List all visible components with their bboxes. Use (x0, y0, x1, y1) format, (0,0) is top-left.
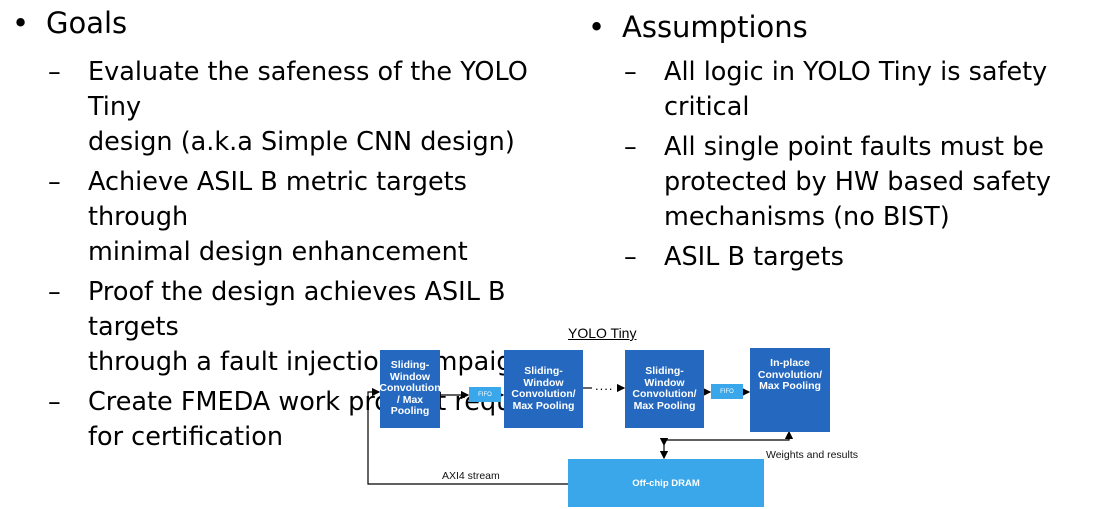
diagram-connectors (367, 383, 794, 485)
goals-heading-text: Goals (46, 6, 128, 40)
diagram-title: YOLO Tiny (568, 325, 637, 341)
assumptions-list: –All logic in YOLO Tiny is safety critic… (624, 55, 1120, 280)
assumptions-bullet: • (588, 10, 606, 44)
assumption-item: –ASIL B targets (624, 240, 1120, 275)
yolo-tiny-diagram: YOLO Tiny Sliding- Window Convolution / … (360, 322, 880, 509)
axi4-stream-label: AXI4 stream (442, 470, 500, 482)
assumption-text: ASIL B targets (664, 242, 844, 272)
weights-path (664, 430, 794, 441)
dash: – (624, 57, 637, 87)
dash: – (48, 57, 61, 87)
goal-text: Achieve ASIL B metric targets through mi… (88, 167, 468, 267)
goals-bullet: • (12, 6, 30, 40)
fifo-1: FIFO (469, 387, 501, 402)
goal-item: –Achieve ASIL B metric targets through m… (48, 165, 568, 270)
assumption-item: –All single point faults must be protect… (624, 130, 1120, 235)
assumption-item: –All logic in YOLO Tiny is safety critic… (624, 55, 1120, 125)
goal-item: –Proof the design achieves ASIL B target… (48, 275, 568, 380)
block-sliding-window-1: Sliding- Window Convolution / Max Poolin… (379, 350, 441, 428)
goal-text: Proof the design achieves ASIL B targets… (88, 277, 529, 377)
goals-heading: • Goals (12, 6, 127, 40)
goal-item: –Evaluate the safeness of the YOLO Tiny … (48, 55, 568, 160)
axi4-stream-path (367, 387, 568, 485)
dash: – (48, 167, 61, 197)
dash: – (48, 387, 61, 417)
weights-results-label: Weights and results (766, 449, 859, 461)
dash: – (48, 277, 61, 307)
assumptions-heading: • Assumptions (588, 10, 808, 44)
dash: – (624, 242, 637, 272)
goal-text: Evaluate the safeness of the YOLO Tiny d… (88, 57, 528, 157)
pipeline-ellipsis: .... (595, 378, 614, 393)
assumption-text: All logic in YOLO Tiny is safety critica… (664, 57, 1048, 122)
dash: – (624, 132, 637, 162)
block-in-place-convolution: In-place Convolution/ Max Pooling (750, 348, 830, 432)
block-sliding-window-3: Sliding- Window Convolution/ Max Pooling (625, 350, 704, 428)
assumption-text: All single point faults must be protecte… (664, 132, 1052, 232)
block-sliding-window-2: Sliding- Window Convolution/ Max Pooling (504, 350, 583, 428)
fifo-2: FIFO (711, 384, 743, 399)
off-chip-dram: Off-chip DRAM (568, 459, 764, 507)
assumptions-heading-text: Assumptions (622, 10, 808, 44)
goals-list: –Evaluate the safeness of the YOLO Tiny … (48, 55, 568, 460)
